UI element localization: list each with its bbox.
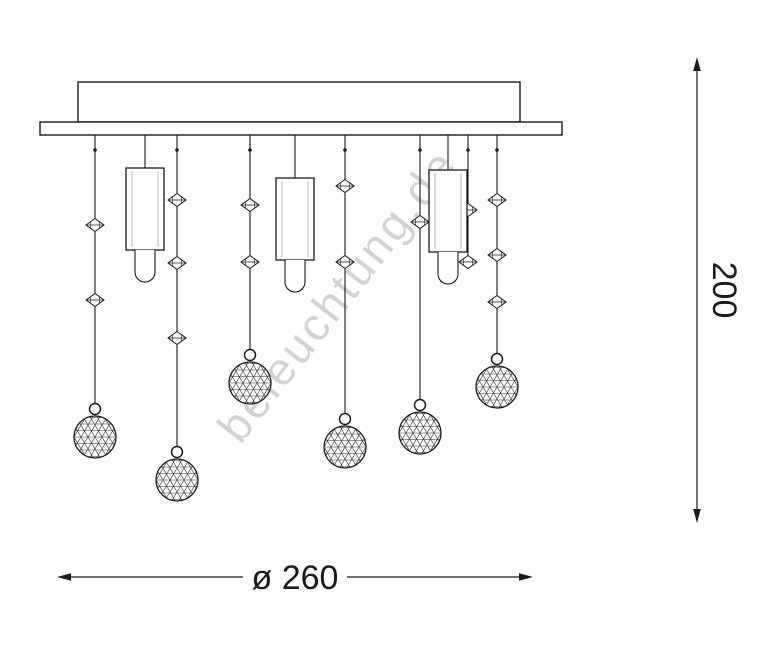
crystal-bead	[487, 193, 507, 207]
lamp-holder	[428, 169, 468, 285]
crystal-ball	[311, 413, 379, 469]
wire-crimp	[495, 148, 499, 152]
wire-crimp	[418, 148, 422, 152]
lamp-holder	[275, 177, 315, 293]
width-dimension-label: ø 260	[252, 559, 339, 597]
wire-crimps	[93, 148, 499, 152]
crystal-bead	[167, 331, 187, 345]
crystal-bead	[167, 193, 187, 207]
arrow-left-icon	[57, 573, 71, 581]
hang-wires	[94, 135, 498, 447]
wire-crimp	[175, 148, 179, 152]
wire-crimp	[93, 148, 97, 152]
canopy-box	[77, 81, 521, 123]
crystal-ball	[386, 399, 454, 455]
crystal-bead	[85, 218, 105, 232]
lamp-holder	[125, 167, 165, 283]
height-dimension-label: 200	[705, 262, 743, 319]
height-dimension: 200	[693, 57, 743, 523]
arrow-down-icon	[693, 509, 701, 523]
crystal-bead	[85, 293, 105, 307]
width-dimension: ø 260	[57, 559, 533, 597]
crystal-bead	[240, 198, 260, 212]
crystal-bead	[458, 255, 478, 269]
wire-crimp	[248, 148, 252, 152]
arrow-right-icon	[519, 573, 533, 581]
crystal-ball	[143, 446, 211, 502]
crystal-bead	[487, 295, 507, 309]
crystal-bead	[487, 248, 507, 262]
ceiling-mount	[39, 81, 563, 136]
crystal-ball	[61, 403, 129, 459]
mounting-plate	[39, 121, 563, 136]
arrow-up-icon	[693, 57, 701, 71]
crystal-ball	[463, 353, 531, 409]
crystal-bead	[167, 256, 187, 270]
wire-crimp	[343, 148, 347, 152]
wire-crimp	[466, 148, 470, 152]
crystal-bead	[335, 179, 355, 193]
crystal-bead	[240, 255, 260, 269]
